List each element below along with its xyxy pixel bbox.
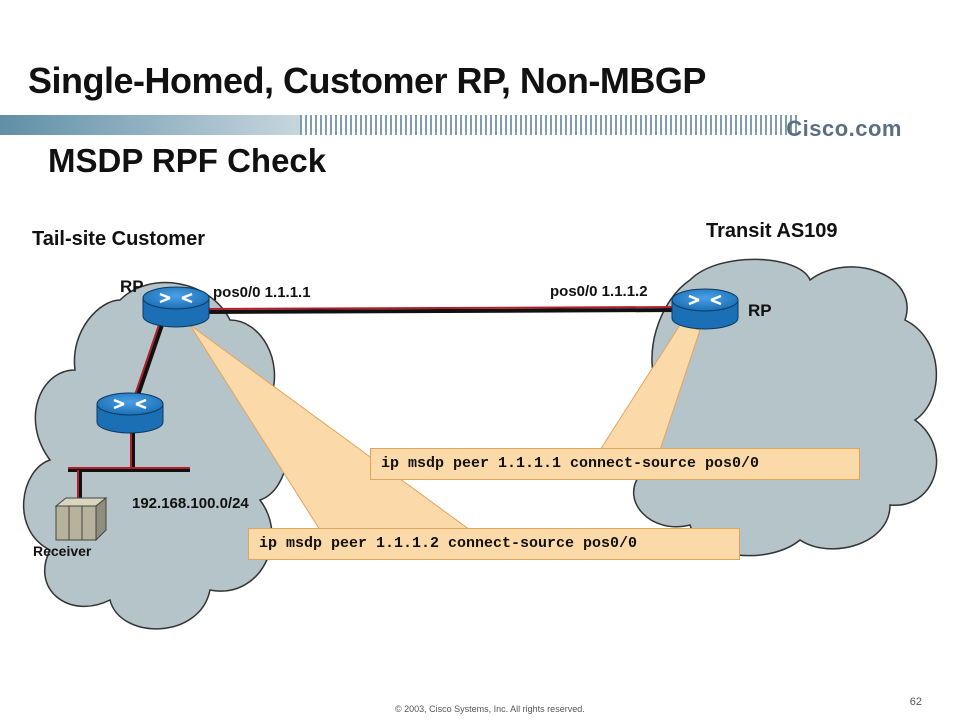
left-rp-router-icon [142,286,210,328]
wan-link [204,308,681,314]
left-callout-box: ip msdp peer 1.1.1.2 connect-source pos0… [248,528,740,560]
slide-subtitle: MSDP RPF Check [48,142,327,179]
receiver-server-icon [54,496,108,542]
page-number: 62 [909,696,922,708]
header-stripes [300,115,800,135]
right-rp-label: RP [748,301,772,320]
left-rp-label: RP [120,277,144,296]
right-cloud-label: Transit AS109 [706,220,838,242]
header-bar [0,115,300,135]
slide-title: Single-Homed, Customer RP, Non-MBGP [28,60,706,101]
left-interface-label: pos0/0 1.1.1.1 [213,284,311,301]
copyright-text: © 2003, Cisco Systems, Inc. All rights r… [395,704,585,714]
subnet-label: 192.168.100.0/24 [132,495,249,512]
right-callout-box: ip msdp peer 1.1.1.1 connect-source pos0… [370,448,860,480]
receiver-label: Receiver [33,543,92,559]
left-cloud-label: Tail-site Customer [32,228,205,250]
right-interface-label: pos0/0 1.1.1.2 [550,283,648,300]
right-rp-router-icon [671,288,739,330]
customer-router-icon [96,392,164,434]
internal-link [136,321,165,396]
brand-logo: Cisco.com [786,116,902,141]
